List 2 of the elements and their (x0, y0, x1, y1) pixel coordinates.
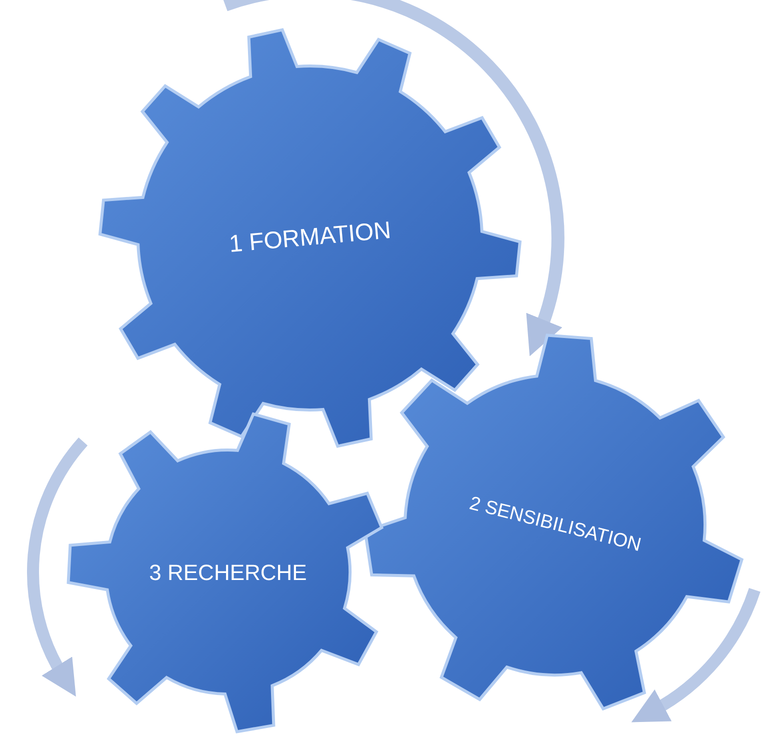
gear-label: 3 RECHERCHE (149, 558, 307, 586)
gear-label: 1 FORMATION (228, 216, 392, 260)
